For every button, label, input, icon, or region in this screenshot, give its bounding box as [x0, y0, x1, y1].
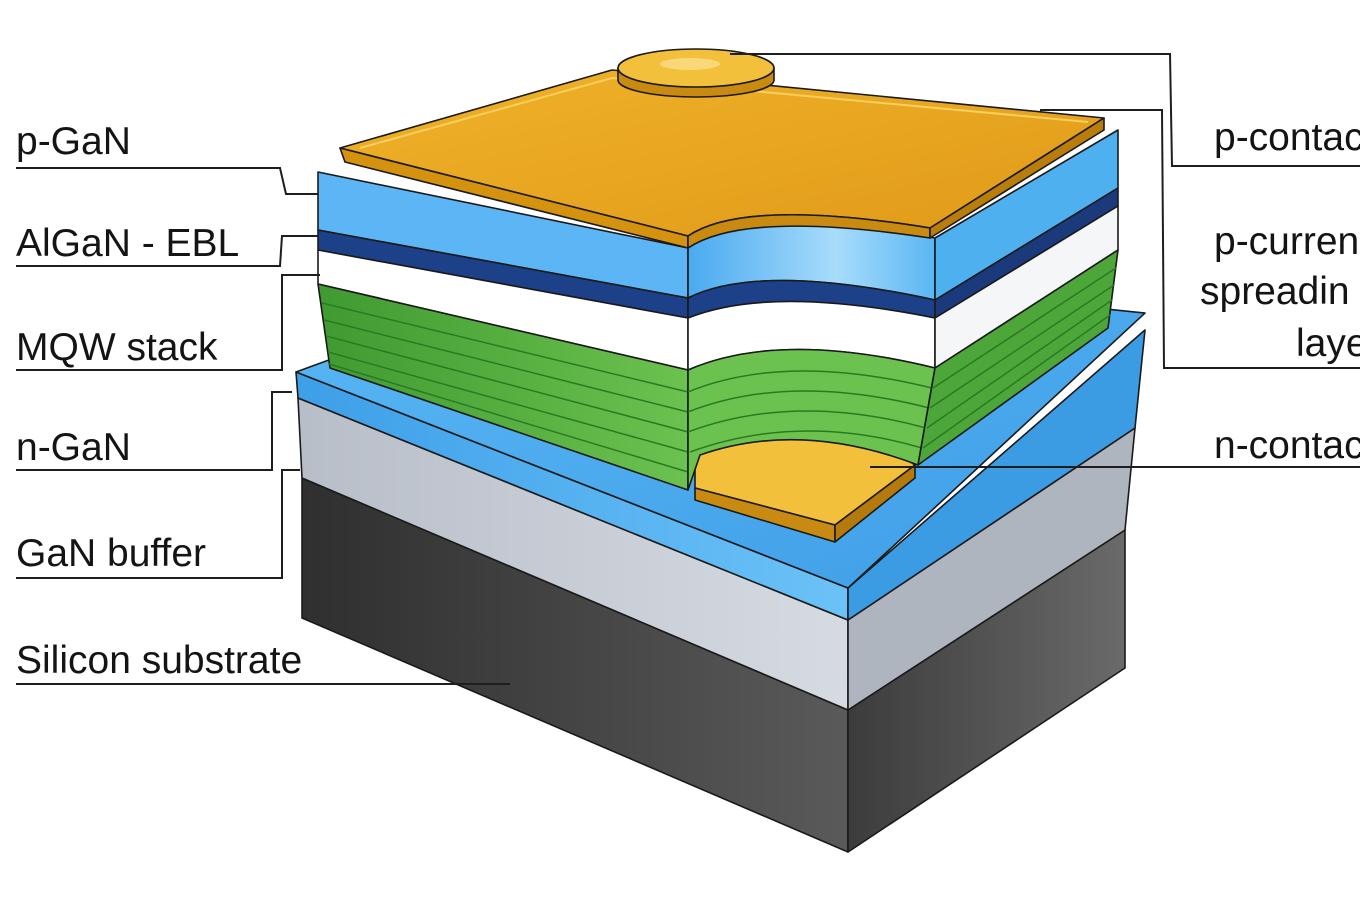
p-current-spreading-layer [339, 69, 1105, 249]
n-gan-label: n-GaN [16, 426, 131, 469]
mqw-curved-well-lines [687, 370, 933, 453]
algan-ebl-leader [16, 235, 318, 267]
mqw-well-lines [321, 302, 689, 473]
silicon-substrate-label: Silicon substrate [16, 639, 302, 682]
upper-mesa [317, 129, 1119, 491]
p-gan-leader [16, 167, 318, 195]
algan-ebl-label: AlGaN - EBL [16, 222, 239, 265]
p-current-spreading-leader [1040, 109, 1360, 369]
p-contact-leader [730, 53, 1360, 167]
p-current-label-line2: spreadin [1200, 270, 1350, 313]
mqw-green-right-face [917, 249, 1119, 466]
mqw-stack-leader [16, 274, 320, 371]
labels-right: p-contac p-curren spreadin laye n-contac [1200, 116, 1360, 467]
p-contact-pad [617, 48, 775, 98]
mqw-right-well-lines [922, 267, 1117, 449]
p-current-label-line3: laye [1296, 322, 1360, 365]
mqw-stack-label: MQW stack [16, 326, 218, 369]
p-contact-label: p-contac [1214, 116, 1360, 159]
labels-left: p-GaN AlGaN - EBL MQW stack n-GaN GaN bu… [16, 120, 302, 682]
n-gan-leader [16, 391, 292, 471]
n-contact-label: n-contac [1214, 424, 1360, 467]
p-gan-label: p-GaN [16, 120, 131, 163]
p-current-label-line1: p-curren [1214, 220, 1359, 263]
gan-buffer-label: GaN buffer [16, 532, 206, 575]
gan-buffer-leader [16, 469, 300, 579]
leader-lines [16, 53, 1360, 685]
